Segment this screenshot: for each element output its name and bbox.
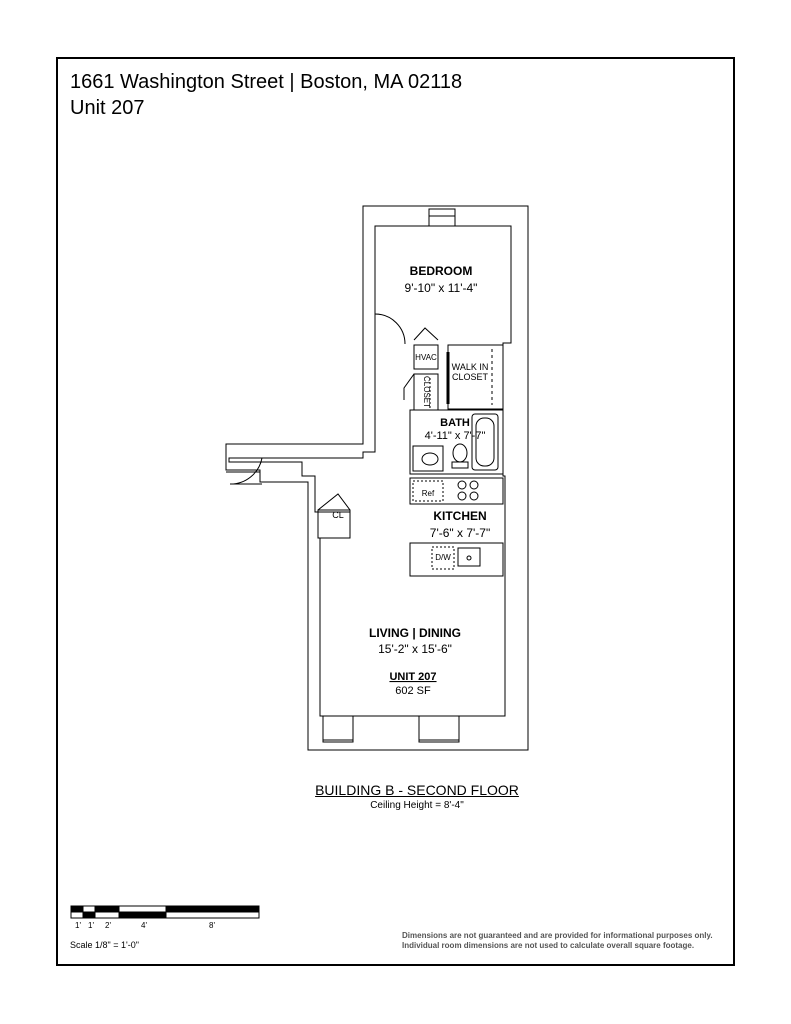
inner-wall — [228, 225, 512, 717]
scale-tick: 8' — [209, 921, 215, 930]
disclaimer-line-2: Individual room dimensions are not used … — [402, 941, 695, 950]
unit-tag-label: UNIT 207 — [389, 671, 436, 683]
scale-tick: 1' — [75, 921, 81, 930]
hvac-closet — [403, 327, 439, 411]
walk-in-label-2: CLOSET — [452, 372, 489, 382]
window-bottom-right — [418, 715, 460, 743]
scale-tick: 1' — [88, 921, 94, 930]
dw-label: D/W — [435, 553, 451, 562]
living-label: LIVING | DINING — [369, 626, 461, 640]
kitchen-label: KITCHEN — [433, 509, 486, 523]
hvac-label: HVAC — [415, 353, 437, 362]
address-heading: 1661 Washington Street | Boston, MA 0211… — [70, 71, 463, 93]
unit-tag-area: 602 SF — [395, 685, 431, 697]
kitchen-fixtures — [409, 477, 504, 577]
bedroom-door — [374, 313, 406, 345]
scale-tick: 4' — [141, 921, 147, 930]
window-top — [428, 208, 456, 227]
bath-label: BATH — [440, 417, 470, 429]
floor-caption: BUILDING B - SECOND FLOOR — [315, 782, 519, 798]
window-bottom-left — [322, 715, 354, 743]
bedroom-dims: 9'-10" x 11'-4" — [405, 281, 478, 295]
walk-in-closet — [446, 344, 504, 410]
closet-label: CLOSET — [422, 376, 431, 408]
outer-wall — [225, 205, 529, 751]
cl-label: CL — [332, 510, 344, 520]
scale-tick: 2' — [105, 921, 111, 930]
unit-heading: Unit 207 — [70, 97, 145, 119]
bath-dims: 4'-11" x 7'-7" — [425, 430, 486, 442]
bedroom-label: BEDROOM — [410, 264, 473, 278]
scale-bar — [70, 905, 260, 919]
scale-label: Scale 1/8" = 1'-0" — [70, 940, 139, 950]
windows — [322, 208, 460, 743]
ceiling-height: Ceiling Height = 8'-4" — [370, 800, 464, 811]
walk-in-label-1: WALK IN — [452, 362, 489, 372]
ref-label: Ref — [422, 489, 435, 498]
kitchen-dims: 7'-6" x 7'-7" — [430, 526, 490, 540]
cl-closet — [317, 493, 351, 539]
bath-fixtures — [409, 409, 504, 475]
disclaimer-line-1: Dimensions are not guaranteed and are pr… — [402, 931, 713, 940]
disclaimer: Dimensions are not guaranteed and are pr… — [402, 931, 713, 951]
entry-door — [226, 457, 263, 485]
living-dims: 15'-2" x 15'-6" — [378, 642, 452, 656]
page-frame — [56, 57, 735, 966]
